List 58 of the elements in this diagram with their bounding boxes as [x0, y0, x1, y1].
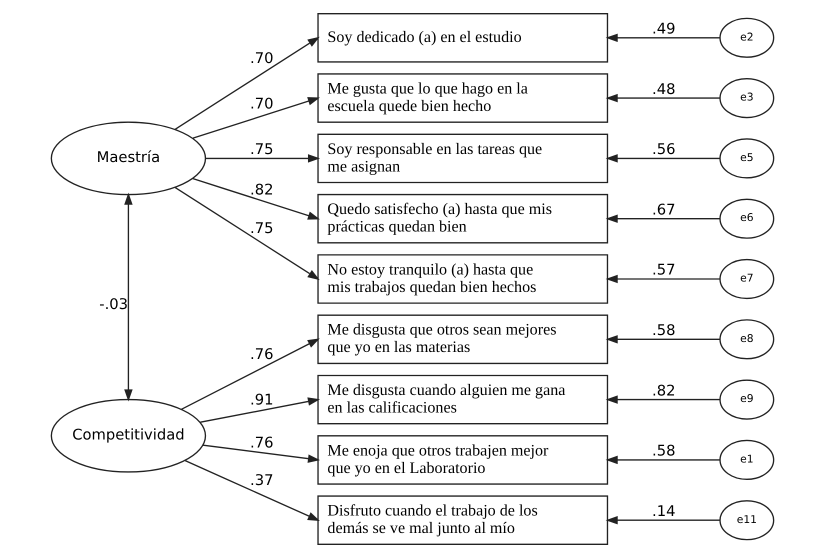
arrow	[203, 444, 320, 463]
edge-label: .75	[250, 141, 274, 158]
node-box: No estoy tranquilo (a) hasta que mis trabajos quedan bien hechos	[317, 254, 608, 304]
edge-label: .58	[652, 442, 676, 460]
edge-label: -.03	[99, 296, 128, 313]
node-ellipse: e1	[719, 440, 774, 480]
edge-label: .91	[250, 392, 274, 409]
arrow	[606, 395, 720, 404]
node-box: Me disgusta que otros sean mejores que yo en las materias	[317, 314, 608, 364]
arrow	[192, 97, 320, 139]
arrow	[192, 178, 320, 220]
arrow	[174, 186, 320, 280]
edge-label: .70	[250, 96, 274, 113]
arrow	[206, 154, 320, 163]
node-ellipse: e5	[719, 138, 774, 178]
node-ellipse: e6	[719, 198, 774, 239]
arrow	[174, 36, 320, 130]
edge-label: .70	[250, 50, 274, 67]
node-ellipse: e8	[719, 319, 774, 360]
arrow	[606, 335, 720, 344]
edge-label: .48	[652, 80, 676, 98]
edge-label: .56	[652, 141, 676, 158]
arrow	[606, 154, 720, 163]
arrow	[606, 274, 720, 284]
node-box: Soy responsable en las tareas que me asignan	[317, 134, 608, 184]
arrow	[606, 214, 720, 223]
arrow	[200, 397, 320, 423]
node-ellipse: e9	[719, 380, 774, 420]
edge-label: .75	[250, 220, 274, 238]
node-box: Me enoja que otros trabajen mejor que yo en el Laboratorio	[317, 435, 608, 485]
edge-label: .49	[652, 20, 676, 38]
edge-label: .37	[250, 472, 274, 490]
node-ellipse: Maestría	[50, 122, 206, 196]
node-ellipse: e7	[719, 258, 774, 300]
node-box: Disfruto cuando el trabajo de los demás se ve mal junto al mío	[317, 495, 608, 545]
arrow	[184, 460, 320, 522]
node-box: Me disgusta cuando alguien me gana en las calificaciones	[317, 374, 608, 424]
edge-label: .82	[652, 382, 676, 400]
node-box: Soy dedicado (a) en el estudio	[317, 13, 608, 63]
edge-label: .58	[652, 322, 676, 340]
arrow	[606, 34, 720, 42]
node-ellipse: e11	[719, 500, 774, 540]
edge-label: .14	[652, 502, 676, 520]
node-box: Quedo satisfecho (a) hasta que mis prácticas quedan bien	[317, 194, 608, 244]
edge-label: .67	[652, 201, 676, 218]
arrow	[606, 516, 720, 524]
arrow	[606, 94, 720, 102]
node-ellipse: Competitividad	[50, 398, 206, 473]
node-box: Me gusta que lo que hago en la escuela quede bien hecho	[317, 73, 608, 123]
edge-label: .57	[652, 262, 676, 279]
node-ellipse: e3	[719, 78, 774, 118]
node-ellipse: e2	[719, 18, 774, 58]
arrow	[606, 456, 720, 464]
edge-label: .76	[250, 346, 274, 364]
arrow	[124, 192, 133, 402]
edge-label: .82	[250, 181, 274, 198]
edge-label: .76	[250, 434, 274, 452]
arrow	[180, 338, 320, 410]
